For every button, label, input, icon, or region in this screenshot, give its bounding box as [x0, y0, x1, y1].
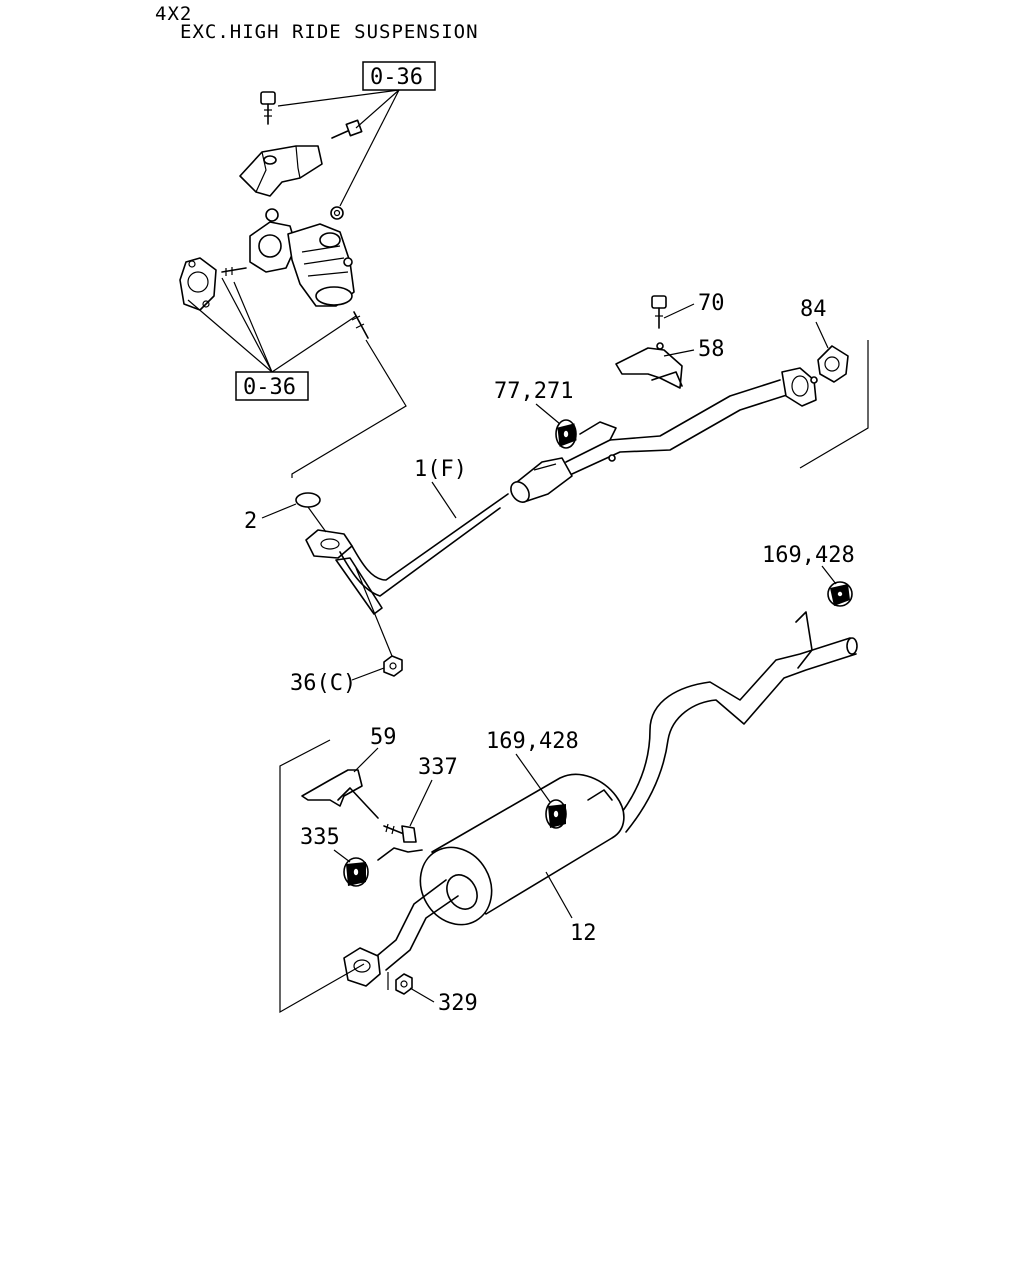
leader-84	[815, 321, 829, 349]
washer-right[interactable]	[330, 206, 344, 220]
manifold-gasket[interactable]	[179, 257, 217, 311]
callout-58: 58	[698, 337, 725, 362]
nut-329[interactable]	[395, 973, 413, 995]
leader-1f	[431, 481, 457, 519]
nut-shield[interactable]	[265, 208, 279, 222]
leader-59	[353, 747, 379, 773]
callout-169-428-mid: 169,428	[486, 729, 579, 754]
heat-shield[interactable]	[239, 145, 323, 197]
o-ring-2[interactable]	[295, 492, 321, 508]
reference-label-top: 0-36	[370, 65, 423, 90]
tail-pipe[interactable]	[615, 611, 858, 833]
muffler-12[interactable]	[407, 773, 625, 937]
leader-58	[663, 349, 695, 357]
callout-329: 329	[438, 991, 478, 1016]
gasket-84[interactable]	[817, 345, 849, 383]
callout-77-271: 77,271	[494, 379, 573, 404]
header-suspension-note: EXC.HIGH RIDE SUSPENSION	[180, 21, 479, 43]
reference-leaders-bottom	[187, 277, 357, 373]
bracket-59[interactable]	[301, 769, 379, 819]
callout-2: 2	[244, 509, 257, 534]
section-divider-upper	[799, 340, 869, 469]
leader-36c	[351, 667, 385, 681]
callout-1f: 1(F)	[414, 457, 467, 482]
front-pipe[interactable]	[305, 367, 818, 615]
rubber-hanger-77[interactable]	[555, 419, 577, 449]
callout-335: 335	[300, 825, 340, 850]
leader-329	[409, 987, 435, 1003]
callout-70: 70	[698, 291, 725, 316]
leader-70	[663, 303, 695, 319]
leader-337	[409, 779, 433, 827]
rubber-hanger-169-mid[interactable]	[545, 799, 567, 829]
manifold-assembly	[179, 91, 369, 339]
assembly-line-stud	[291, 339, 407, 478]
bolt-top[interactable]	[260, 91, 276, 125]
bolt-70[interactable]	[651, 295, 667, 329]
callout-337: 337	[418, 755, 458, 780]
rubber-hanger-335[interactable]	[343, 857, 369, 887]
leader-2	[261, 503, 297, 519]
muffler-inlet-pipe[interactable]	[343, 847, 459, 987]
leader-12	[545, 871, 573, 919]
leader-335	[333, 849, 351, 863]
callout-84: 84	[800, 297, 827, 322]
assembly-line-oring	[307, 506, 327, 533]
callout-12: 12	[570, 921, 597, 946]
bolt-337[interactable]	[383, 823, 417, 843]
section-divider-lower	[279, 739, 365, 1014]
reference-leaders-top	[277, 89, 400, 207]
assembly-line-nut	[355, 567, 393, 657]
reference-box-bottom	[235, 371, 309, 401]
leader-77-271	[535, 403, 561, 425]
callout-169-428-top: 169,428	[762, 543, 855, 568]
bolt-side[interactable]	[331, 119, 363, 139]
leader-169-428-top	[821, 565, 837, 585]
callout-59: 59	[370, 725, 397, 750]
nut-36c[interactable]	[383, 655, 403, 677]
reference-label-bottom: 0-36	[243, 375, 296, 400]
leader-169-428-mid	[515, 753, 551, 803]
rubber-hanger-169-top[interactable]	[827, 581, 853, 607]
callout-36c: 36(C)	[290, 671, 356, 696]
header-drive-type: 4X2	[155, 3, 192, 25]
bracket-58[interactable]	[615, 342, 683, 389]
